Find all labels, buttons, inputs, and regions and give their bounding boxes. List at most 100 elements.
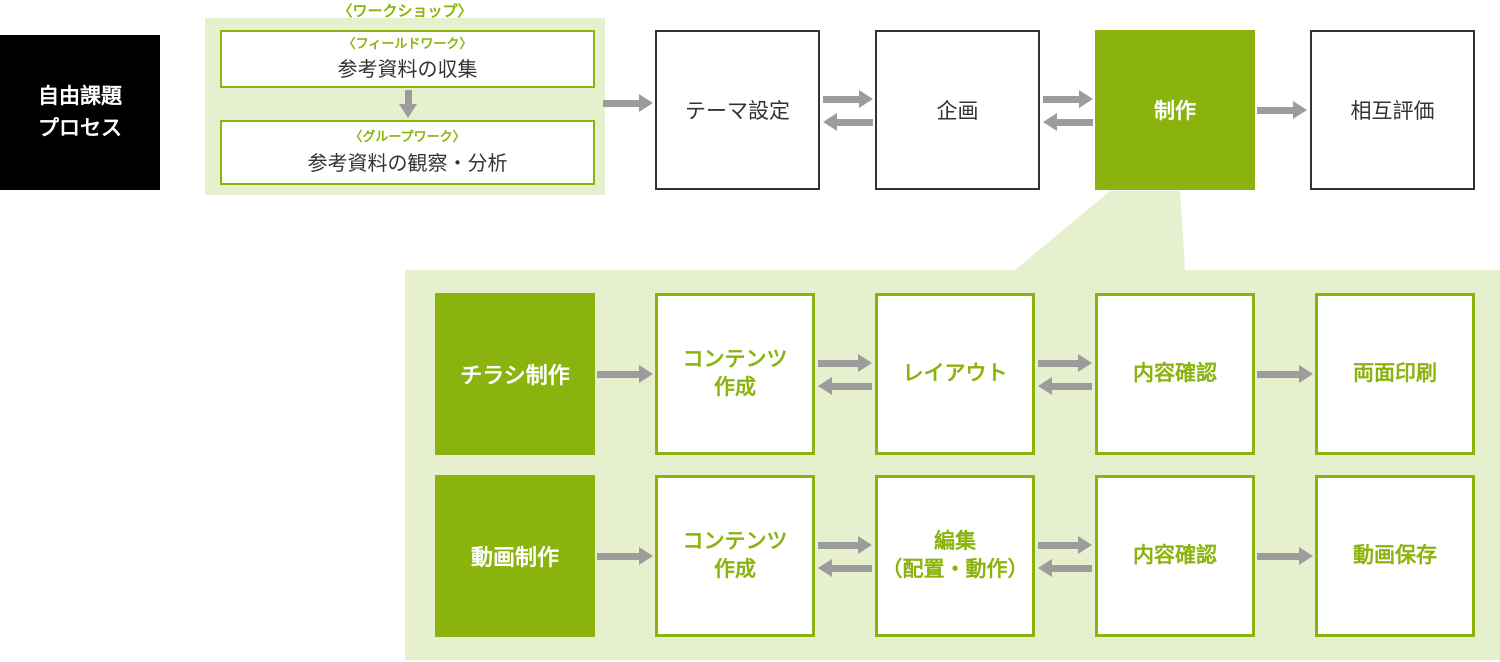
double-arrow-icon (823, 90, 873, 131)
arrow-left-icon (1038, 377, 1092, 395)
double-arrow-icon (1043, 90, 1093, 131)
arrow-shaft (837, 118, 873, 126)
process-title: 自由課題 プロセス (38, 85, 122, 140)
arrow-head (639, 547, 653, 565)
double-arrow-icon (1038, 354, 1092, 395)
video-step-content-creation: コンテンツ 作成 (655, 475, 815, 637)
flyer-step-layout-label: レイアウト (902, 361, 1008, 385)
arrow-head (1299, 547, 1313, 565)
workshop-step-fieldwork: 〈フィールドワーク〉 参考資料の収集 (220, 30, 595, 88)
flow-box-planning-label: 企画 (936, 100, 979, 123)
arrow-shaft (823, 95, 859, 103)
arrow-left-icon (818, 559, 872, 577)
video-step-content-check-label: 内容確認 (1133, 543, 1217, 567)
row-label-video-production: 動画制作 (435, 475, 595, 637)
arrow-left-icon (1038, 559, 1092, 577)
video-step-save-video: 動画保存 (1315, 475, 1475, 637)
arrow-head (1079, 90, 1093, 108)
flow-box-production-label: 制作 (1154, 100, 1196, 123)
arrow-head (1078, 536, 1092, 554)
arrow-shaft (1052, 564, 1092, 572)
arrow-head (818, 559, 832, 577)
arrow-head (818, 377, 832, 395)
arrow-right-icon (603, 94, 653, 112)
flow-box-production: 制作 (1095, 30, 1255, 190)
flyer-step-double-sided-print-label: 両面印刷 (1353, 361, 1437, 385)
flyer-step-content-creation-label: コンテンツ 作成 (682, 347, 788, 399)
row-label-video-production-text: 動画制作 (470, 545, 559, 570)
arrow-head (823, 113, 837, 131)
arrow-right-icon (597, 547, 653, 565)
row-label-flyer-production: チラシ制作 (435, 293, 595, 455)
arrow-right-icon (1257, 365, 1313, 383)
arrow-right-icon (1257, 547, 1313, 565)
arrow-shaft (1038, 359, 1078, 367)
arrow-shaft (1257, 552, 1299, 560)
arrow-shaft (404, 90, 412, 104)
arrow-right-icon (818, 354, 872, 372)
arrow-shaft (1043, 95, 1079, 103)
arrow-head (639, 365, 653, 383)
flyer-step-content-creation: コンテンツ 作成 (655, 293, 815, 455)
arrow-head (1293, 101, 1307, 119)
flow-box-theme-setting-label: テーマ設定 (685, 100, 790, 123)
flyer-step-content-check-label: 内容確認 (1133, 361, 1217, 385)
arrow-right-icon (818, 536, 872, 554)
arrow-right-icon (823, 90, 873, 108)
arrow-shaft (1257, 106, 1293, 114)
arrow-shaft (818, 359, 858, 367)
arrow-head (859, 90, 873, 108)
flow-box-mutual-evaluation: 相互評価 (1310, 30, 1475, 190)
arrow-shaft (597, 552, 639, 560)
arrow-shaft (832, 382, 872, 390)
arrow-left-icon (818, 377, 872, 395)
workshop-title: 〈ワークショップ〉 (337, 3, 473, 20)
video-step-content-check: 内容確認 (1095, 475, 1255, 637)
arrow-head (1078, 354, 1092, 372)
arrow-shaft (1057, 118, 1093, 126)
arrow-head (858, 536, 872, 554)
arrow-head (1038, 559, 1052, 577)
video-step-save-video-label: 動画保存 (1353, 543, 1437, 567)
arrow-right-icon (1038, 536, 1092, 554)
flyer-step-content-check: 内容確認 (1095, 293, 1255, 455)
arrow-shaft (1257, 370, 1299, 378)
arrow-shaft (1038, 541, 1078, 549)
arrow-right-icon (597, 365, 653, 383)
flow-box-theme-setting: テーマ設定 (655, 30, 820, 190)
double-arrow-icon (818, 354, 872, 395)
flyer-step-layout: レイアウト (875, 293, 1035, 455)
arrow-down-icon (399, 90, 417, 118)
arrow-shaft (597, 370, 639, 378)
video-step-editing: 編集 （配置・動作） (875, 475, 1035, 637)
double-arrow-icon (1038, 536, 1092, 577)
flyer-step-double-sided-print: 両面印刷 (1315, 293, 1475, 455)
arrow-head (858, 354, 872, 372)
arrow-left-icon (823, 113, 873, 131)
arrow-head (1043, 113, 1057, 131)
flow-box-mutual-evaluation-label: 相互評価 (1350, 100, 1435, 123)
arrow-right-icon (1043, 90, 1093, 108)
arrow-shaft (832, 564, 872, 572)
workshop-step-groupwork: 〈グループワーク〉 参考資料の観察・分析 (220, 120, 595, 185)
arrow-head (639, 94, 653, 112)
row-label-flyer-production-text: チラシ制作 (460, 363, 570, 388)
workshop-step-fieldwork-label: 参考資料の収集 (337, 59, 478, 82)
arrow-shaft (1052, 382, 1092, 390)
callout-triangle (1015, 191, 1185, 270)
arrow-shaft (818, 541, 858, 549)
arrow-right-icon (1038, 354, 1092, 372)
arrow-right-icon (1257, 101, 1307, 119)
workshop-step-groupwork-tag: 〈グループワーク〉 (349, 129, 466, 145)
double-arrow-icon (818, 536, 872, 577)
arrow-left-icon (1043, 113, 1093, 131)
workshop-step-groupwork-label: 参考資料の観察・分析 (307, 152, 508, 175)
arrow-head (399, 104, 417, 118)
video-step-content-creation-label: コンテンツ 作成 (682, 529, 788, 581)
arrow-head (1038, 377, 1052, 395)
arrow-shaft (603, 99, 639, 107)
arrow-head (1299, 365, 1313, 383)
process-title-box: 自由課題 プロセス (0, 35, 160, 190)
video-step-editing-label: 編集 （配置・動作） (881, 529, 1029, 581)
